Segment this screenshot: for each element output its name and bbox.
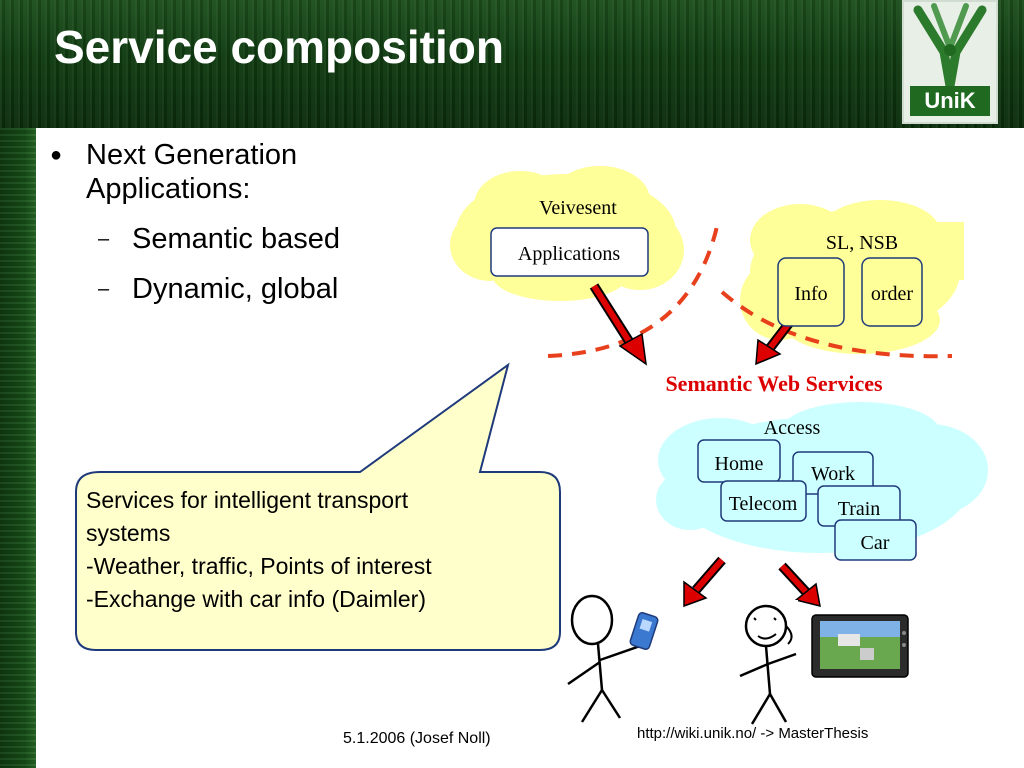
dash-marker: – [98,228,110,250]
stick-figure-phone-user [562,594,674,726]
label-sl-nsb: SL, NSB [826,232,898,254]
callout-line: -Exchange with car info (Daimler) [86,586,427,612]
arrow-access-to-phone-user [683,556,726,608]
box-work-label: Work [811,463,855,485]
label-semantic-web-services: Semantic Web Services [665,371,883,396]
box-info [777,257,845,327]
stick-figure-car-user [730,600,798,728]
footer-date: 5.1.2006 (Josef Noll) [343,730,491,747]
box-order [861,257,923,327]
slide-title: Service composition [54,21,504,73]
unik-logo: UniK [902,0,998,124]
arrow-applications-to-sws [589,283,647,366]
box-info-label: Info [794,283,827,305]
box-train-label: Train [838,498,881,520]
box-order-label: order [871,283,914,305]
bullet-main: Next Generation Applications: [50,138,450,206]
dashed-boundary-left [547,221,720,358]
label-veivesent: Veivesent [539,197,617,219]
label-access: Access [764,417,821,439]
box-car [834,519,917,561]
bullet-sub-2-text: Dynamic, global [132,273,339,305]
box-telecom-label: Telecom [729,493,798,515]
footer-link[interactable]: http://wiki.unik.no/ -> MasterThesis [637,725,869,742]
cloud-sl-nsb [740,200,964,354]
car-pc-device-icon [811,614,909,678]
box-applications-label: Applications [518,243,620,265]
box-car-label: Car [861,532,890,554]
dash-marker: – [98,278,110,300]
callout-line: Services for intelligent transport [86,487,409,513]
callout-bubble [75,362,561,651]
box-home-label: Home [715,453,764,475]
logo-text: UniK [910,86,990,116]
box-telecom [720,480,807,522]
bullet-sub-1: – Semantic based [50,222,450,256]
callout-line: systems [86,520,171,546]
arrow-access-to-car-user [778,562,821,608]
callout-line: -Weather, traffic, Points of interest [86,553,432,579]
bullet-sub-1-text: Semantic based [132,223,340,255]
bullet-sub-2: – Dynamic, global [50,272,450,306]
dashed-boundary-right [720,290,953,359]
bullet-list: Next Generation Applications: – Semantic… [50,138,450,306]
header-bar [0,0,1024,128]
box-applications [490,227,649,277]
callout-text: Services for intelligent transport syste… [86,484,546,616]
left-bar [0,128,36,768]
